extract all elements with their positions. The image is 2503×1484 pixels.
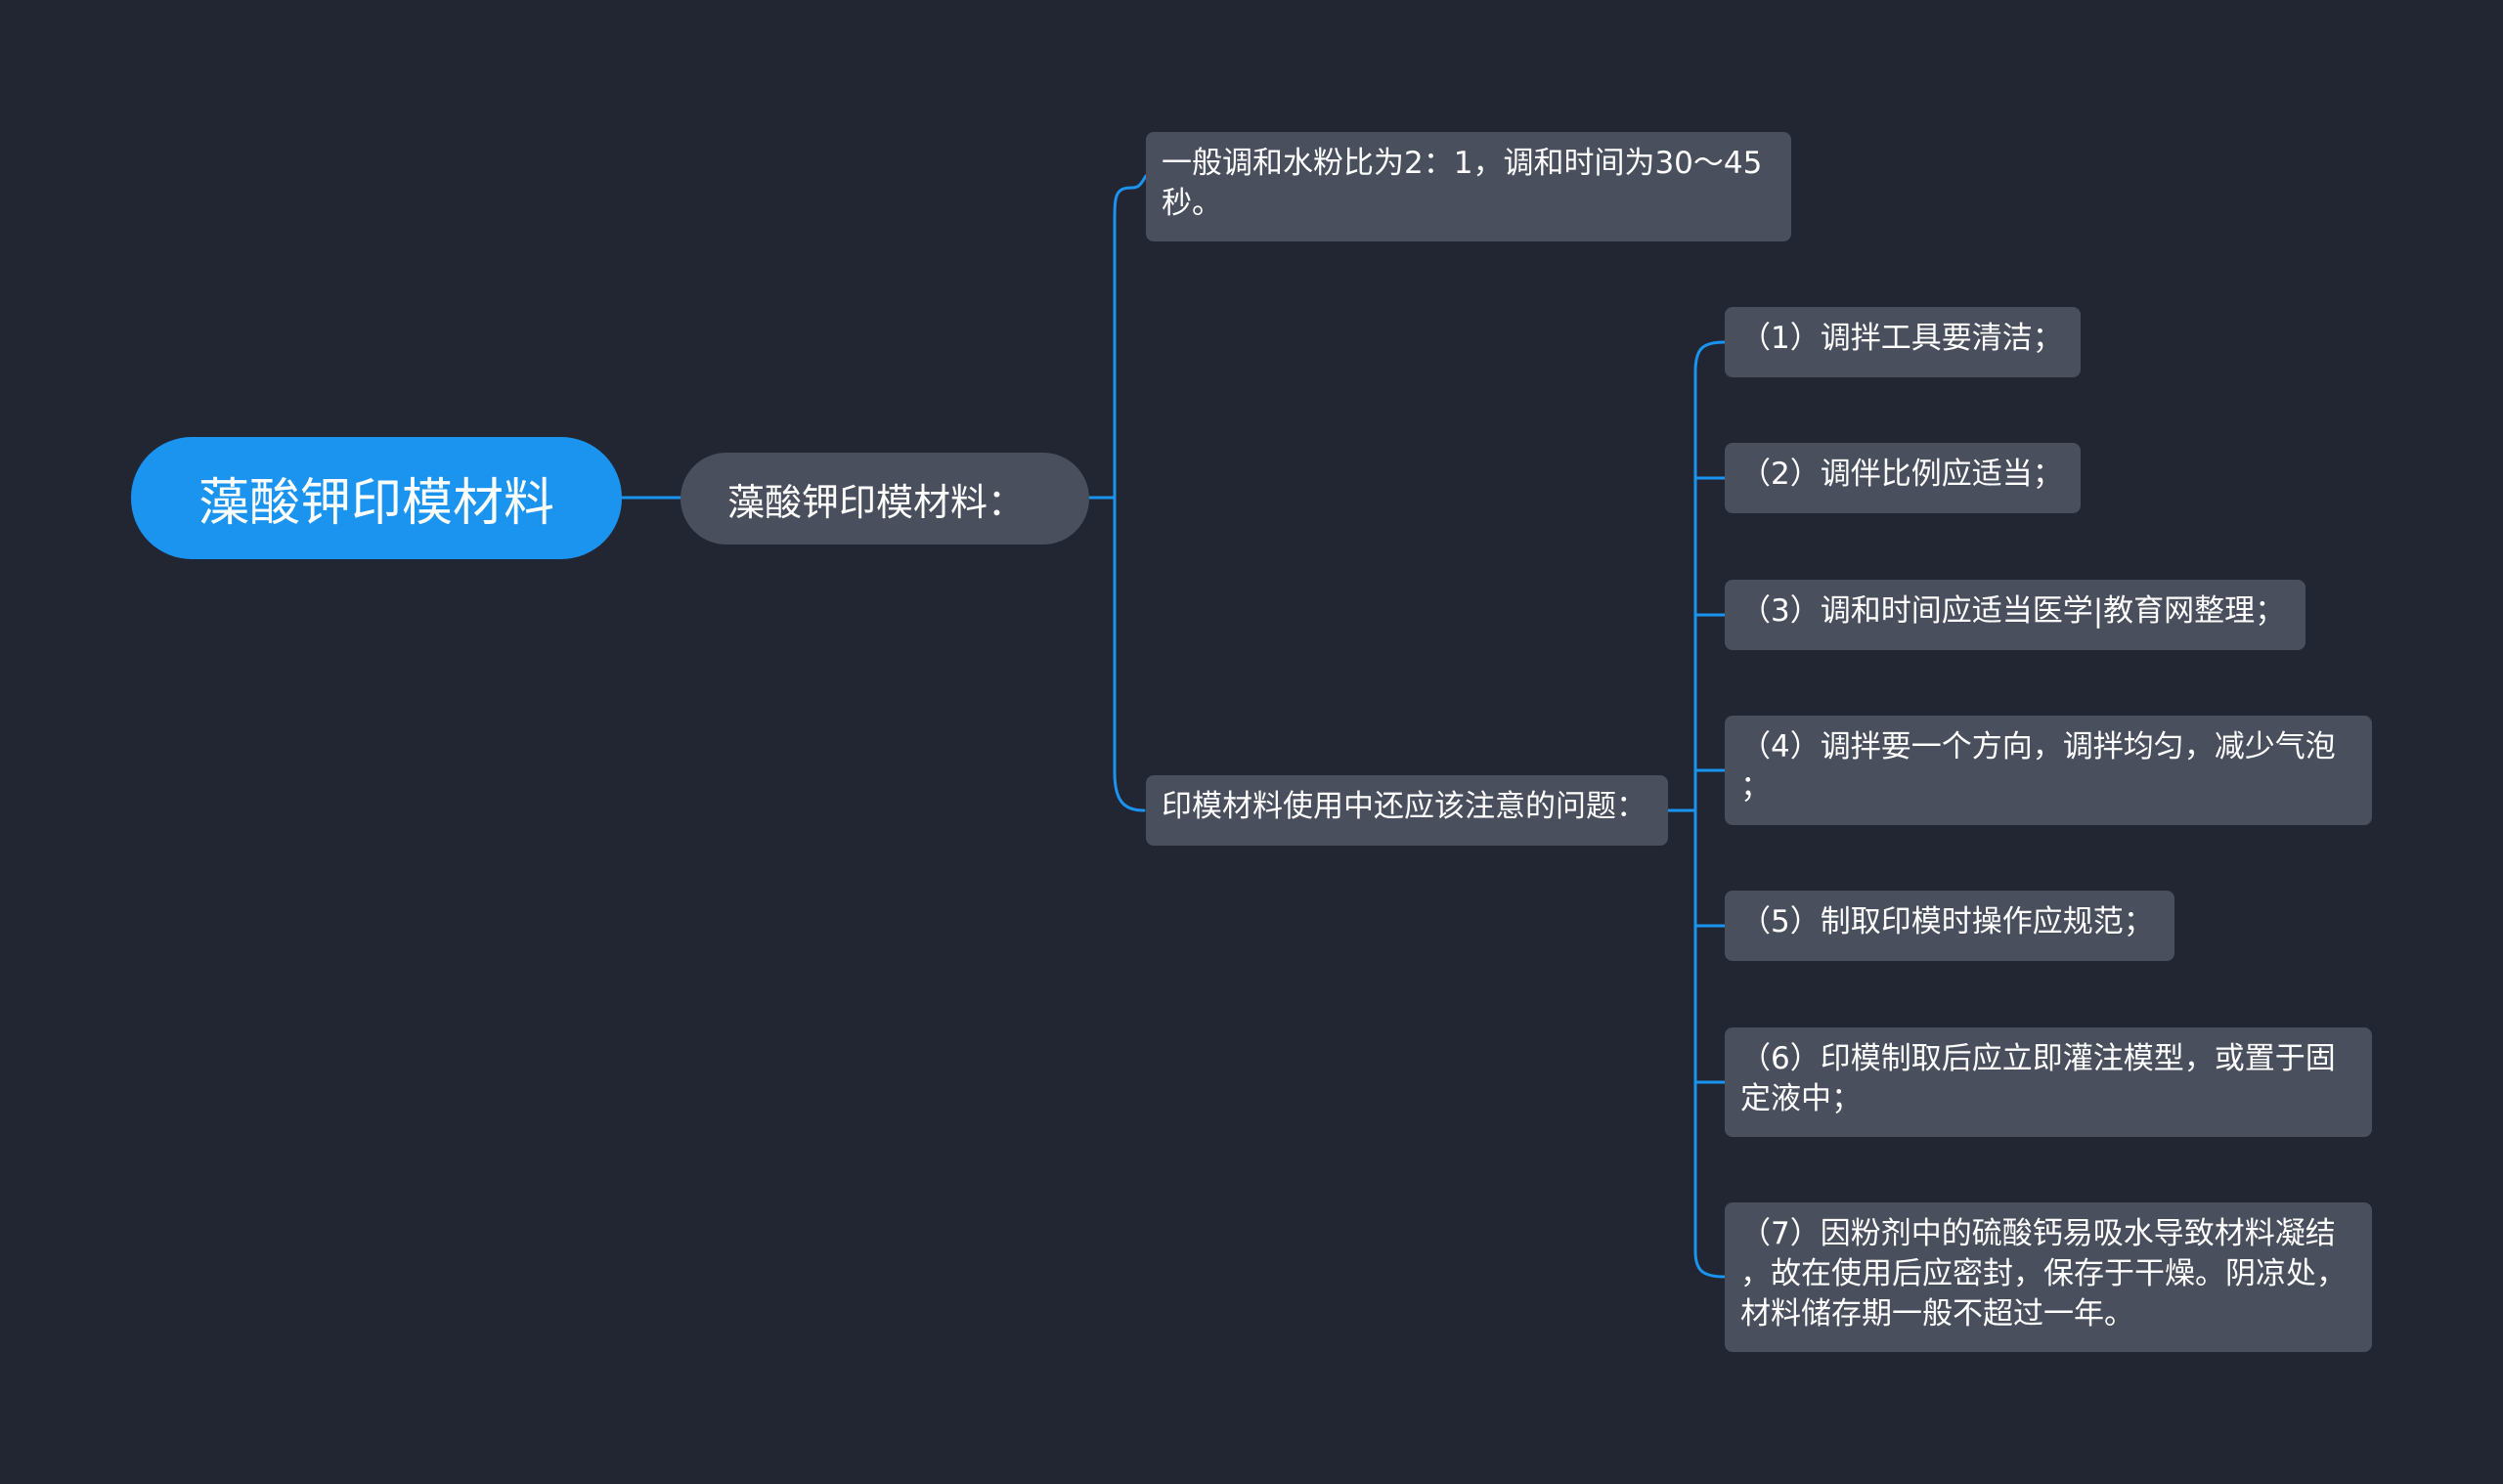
mindmap-note-item-7[interactable]: （7）因粉剂中的硫酸钙易吸水导致材料凝结 ，故在使用后应密封，保存于干燥。阴凉处… — [1725, 1202, 2372, 1352]
mindmap-note-item-4[interactable]: （4）调拌要一个方向，调拌均匀，减少气泡 ； — [1725, 716, 2372, 825]
mindmap-level1-node[interactable]: 藻酸钾印模材料： — [681, 453, 1089, 545]
mindmap-note-item-2[interactable]: （2）调伴比例应适当； — [1725, 443, 2081, 513]
mindmap-root-node[interactable]: 藻酸钾印模材料 — [131, 437, 622, 559]
mindmap-node-usage-notes[interactable]: 印模材料使用中还应该注意的问题： — [1146, 775, 1668, 846]
mindmap-node-mixing-ratio[interactable]: 一般调和水粉比为2：1，调和时间为30～45 秒。 — [1146, 132, 1791, 241]
connector-notes-trunk — [1693, 340, 1727, 1279]
mindmap-note-item-6[interactable]: （6）印模制取后应立即灌注模型，或置于固 定液中； — [1725, 1027, 2372, 1137]
connector-ratio-stub — [1130, 174, 1148, 190]
mindmap-note-item-3[interactable]: （3）调和时间应适当医学|教育网整理； — [1725, 580, 2305, 650]
mindmap-note-item-5[interactable]: （5）制取印模时操作应规范； — [1725, 891, 2174, 961]
connector-level1-to-children — [1087, 186, 1146, 812]
mindmap-note-item-1[interactable]: （1）调拌工具要清洁； — [1725, 307, 2081, 377]
